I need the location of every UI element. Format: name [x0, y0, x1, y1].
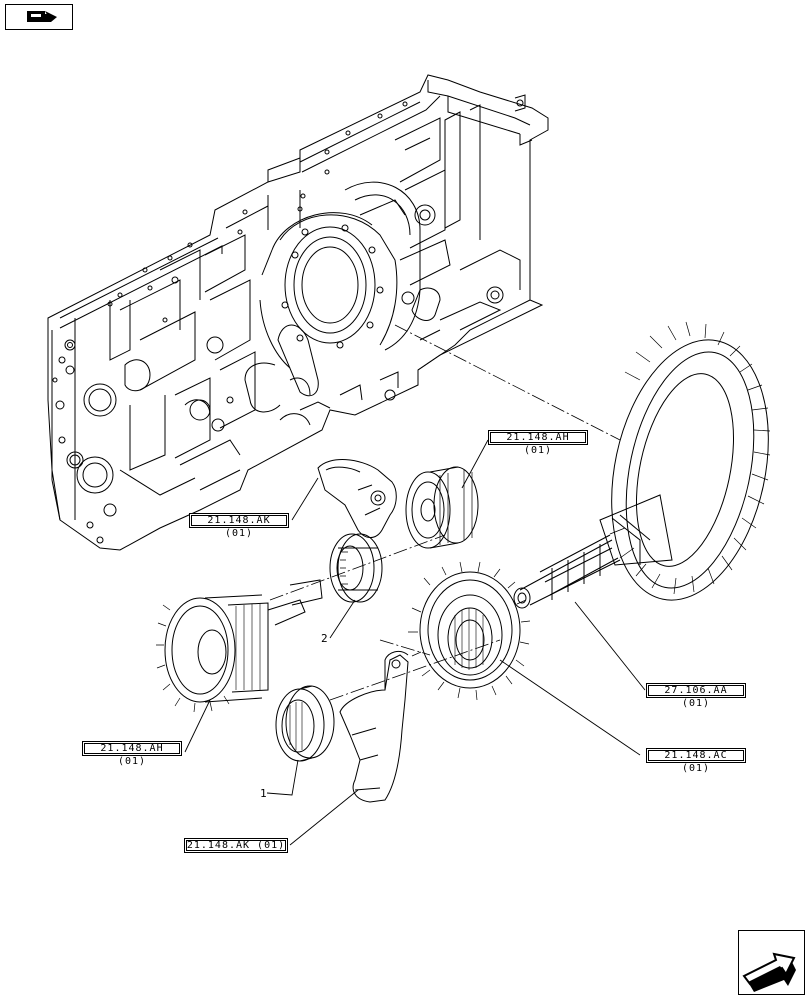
bevel-gear-pinion-assembly	[513, 321, 771, 609]
item-number-1[interactable]: 1	[260, 787, 267, 800]
shift-fork-upper	[317, 459, 397, 538]
shift-fork-lower	[339, 650, 409, 803]
item-number-2[interactable]: 2	[321, 632, 328, 645]
callout-leader-lines	[184, 439, 646, 846]
small-gear-upper	[405, 466, 479, 549]
arrow-page-forward-icon	[742, 952, 796, 992]
gear-shaft-lower-left	[156, 579, 323, 713]
assembly-centerlines	[269, 324, 621, 701]
synchro-hub-part-2	[329, 533, 383, 603]
callout-27-106-aa[interactable]: 27.106.AA (01)	[646, 683, 746, 709]
back-nav-button[interactable]	[5, 4, 73, 30]
callout-21-148-ak-lower[interactable]: 21.148.AK (01)	[184, 838, 288, 853]
needle-bearing-part-1	[275, 685, 335, 762]
callout-21-148-ac[interactable]: 21.148.AC (01)	[646, 748, 746, 774]
forward-nav-button[interactable]	[738, 930, 805, 995]
callout-21-148-ah-upper[interactable]: 21.148.AH (01)	[488, 430, 588, 456]
hand-pointing-icon	[27, 11, 57, 22]
transmission-housing	[47, 74, 549, 551]
callout-21-148-ak-upper[interactable]: 21.148.AK (01)	[189, 513, 289, 539]
callout-21-148-ah-lower[interactable]: 21.148.AH (01)	[82, 741, 182, 767]
large-gear-with-clutch	[408, 561, 531, 701]
